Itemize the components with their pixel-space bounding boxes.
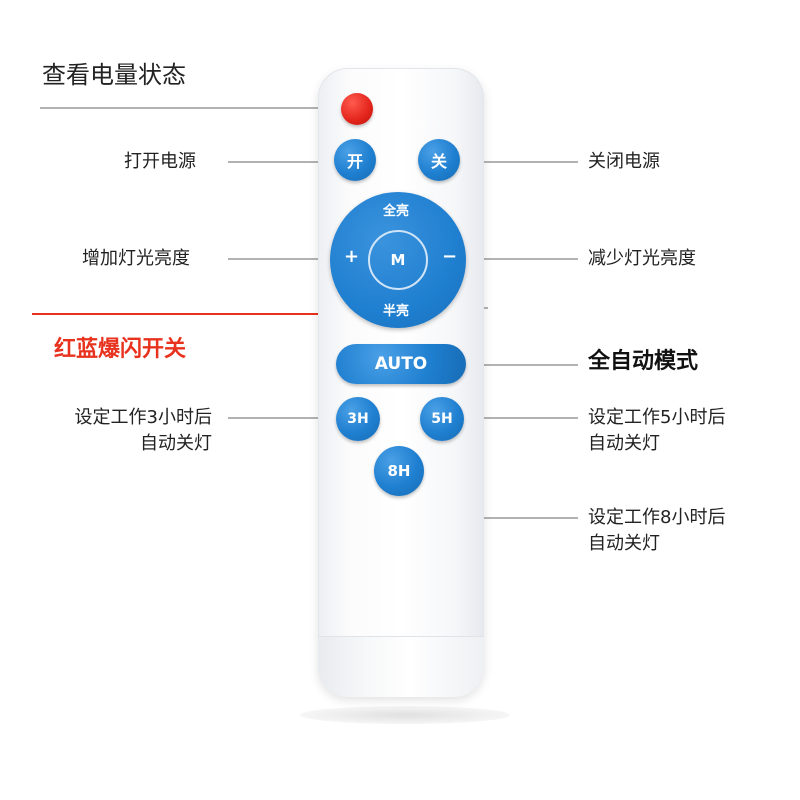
timer-5h-button-label: 5H xyxy=(431,411,453,427)
timer-3h-button-label: 3H xyxy=(347,411,369,427)
timer-3h-label-line1: 设定工作3小时后 xyxy=(74,407,212,428)
brightness-down-label: 减少灯光亮度 xyxy=(588,248,696,269)
power-off-button-label: 关 xyxy=(430,152,447,171)
timer-5h-label-line1: 设定工作5小时后 xyxy=(588,407,726,428)
full-bright-label[interactable]: 全亮 xyxy=(383,204,410,219)
timer-8h-button[interactable]: 8H xyxy=(374,446,424,496)
timer-8h-label-line1: 设定工作8小时后 xyxy=(588,507,726,528)
remote-battery-cover xyxy=(318,636,484,697)
mode-button-label: M xyxy=(390,251,406,269)
auto-mode-label: 全自动模式 xyxy=(588,349,699,374)
power-on-button-label: 开 xyxy=(346,152,363,171)
power-on-label: 打开电源 xyxy=(124,151,196,172)
battery-status-label: 查看电量状态 xyxy=(42,61,186,89)
timer-8h-button-label: 8H xyxy=(387,462,411,480)
timer-3h-button[interactable]: 3H xyxy=(336,397,380,441)
auto-button[interactable]: AUTO xyxy=(336,344,466,384)
half-bright-label[interactable]: 半亮 xyxy=(383,304,410,319)
flash-switch-label: 红蓝爆闪开关 xyxy=(54,337,187,362)
auto-button-label: AUTO xyxy=(374,354,428,374)
battery-status-button[interactable] xyxy=(341,93,373,125)
mode-button[interactable]: M xyxy=(368,230,428,290)
brightness-plus-button[interactable]: + xyxy=(344,246,360,267)
power-off-button[interactable]: 关 xyxy=(418,139,460,181)
brightness-minus-button[interactable]: − xyxy=(442,246,458,267)
power-off-label: 关闭电源 xyxy=(588,151,660,172)
power-on-button[interactable]: 开 xyxy=(334,139,376,181)
timer-3h-label-line2: 自动关灯 xyxy=(140,433,212,454)
brightness-up-label: 增加灯光亮度 xyxy=(82,248,190,269)
timer-5h-button[interactable]: 5H xyxy=(420,397,464,441)
timer-5h-label-line2: 自动关灯 xyxy=(588,433,660,454)
timer-8h-label-line2: 自动关灯 xyxy=(588,533,660,554)
remote-shadow xyxy=(300,706,510,724)
